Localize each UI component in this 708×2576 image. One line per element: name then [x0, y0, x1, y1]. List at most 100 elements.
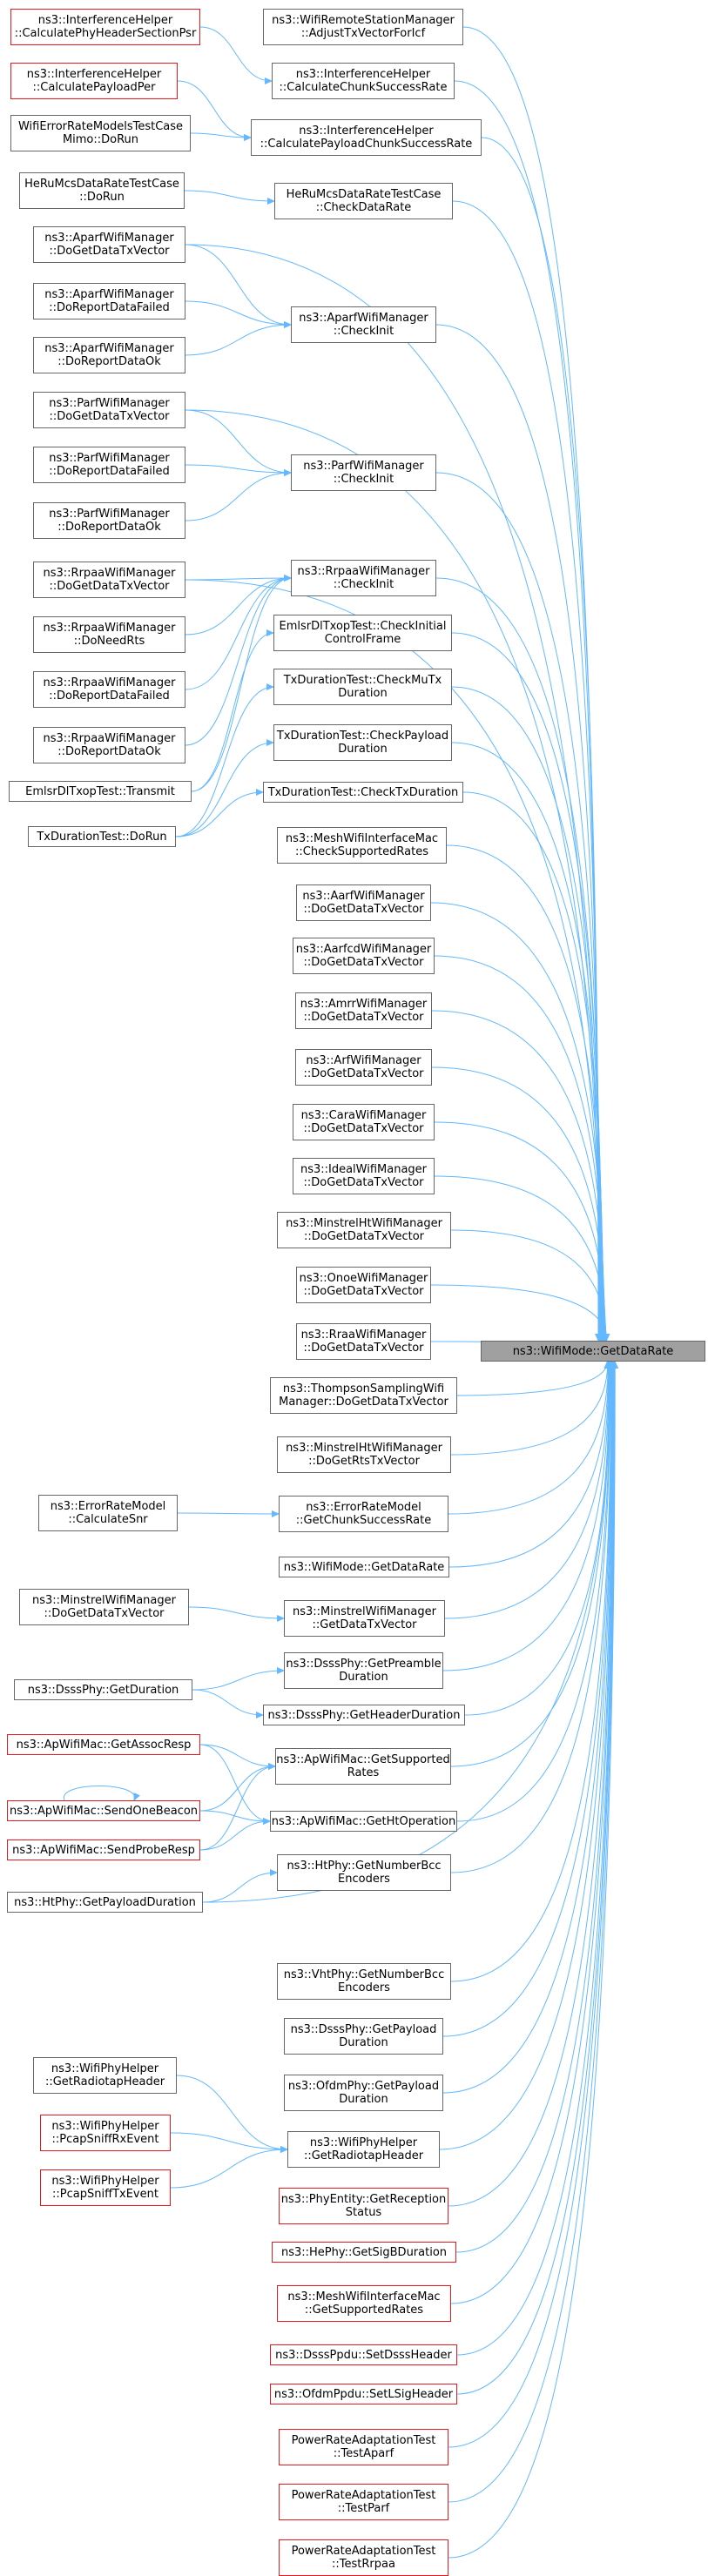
node-m20[interactable]: ns3::OnoeWifiManager::DoGetDataTxVector — [296, 1267, 431, 1303]
node-n9[interactable]: ns3::ParfWifiManager::DoReportDataFailed — [33, 447, 185, 483]
node-m3[interactable]: ns3::InterferenceHelper::CalculatePayloa… — [251, 119, 482, 156]
node-n25[interactable]: ns3::WifiPhyHelper::PcapSniffRxEvent — [40, 2115, 171, 2151]
node-m1[interactable]: ns3::WifiRemoteStationManager::AdjustTxV… — [263, 9, 463, 45]
node-m4[interactable]: HeRuMcsDataRateTestCase::CheckDataRate — [274, 183, 453, 219]
node-n15[interactable]: EmlsrDlTxopTest::Transmit — [9, 781, 192, 802]
node-m23-label-2: ::DoGetRtsTxVector — [308, 1455, 420, 1468]
edge-m9-to-T — [451, 686, 606, 1342]
edge-n11-to-T — [185, 579, 606, 1342]
node-m5[interactable]: ns3::AparfWifiManager::CheckInit — [291, 306, 436, 343]
node-n1[interactable]: ns3::InterferenceHelper::CalculatePhyHea… — [10, 9, 200, 45]
node-m43-label-1: PowerRateAdaptationTest — [291, 2545, 436, 2558]
edge-m19-to-T — [450, 1229, 610, 1342]
node-m42[interactable]: PowerRateAdaptationTest::TestParf — [279, 2484, 448, 2520]
node-n20[interactable]: ns3::ApWifiMac::GetAssocResp — [7, 1734, 200, 1755]
node-m35[interactable]: ns3::WifiPhyHelper::GetRadiotapHeader — [287, 2131, 440, 2168]
node-n2[interactable]: ns3::InterferenceHelper::CalculatePayloa… — [10, 63, 178, 99]
node-m30[interactable]: ns3::ApWifiMac::GetHtOperation — [270, 1811, 457, 1832]
node-m27-label-2: Duration — [339, 1671, 388, 1684]
node-n21-label-1: ns3::ApWifiMac::SendOneBeacon — [9, 1804, 199, 1818]
node-m40[interactable]: ns3::OfdmPpdu::SetLSigHeader — [270, 2384, 457, 2404]
node-m37[interactable]: ns3::HePhy::GetSigBDuration — [272, 2242, 456, 2263]
node-m15-label-1: ns3::AmrrWifiManager — [300, 998, 428, 1011]
node-m16[interactable]: ns3::ArfWifiManager::DoGetDataTxVector — [295, 1049, 432, 1086]
node-n18[interactable]: ns3::MinstrelWifiManager::DoGetDataTxVec… — [19, 1589, 189, 1625]
node-n23[interactable]: ns3::HtPhy::GetPayloadDuration — [7, 1892, 203, 1913]
node-m11[interactable]: TxDurationTest::CheckTxDuration — [263, 782, 463, 803]
node-m19[interactable]: ns3::MinstrelHtWifiManager::DoGetDataTxV… — [277, 1212, 451, 1248]
node-n22-label-1: ns3::ApWifiMac::SendProbeResp — [12, 1843, 195, 1857]
node-n26[interactable]: ns3::WifiPhyHelper::PcapSniffTxEvent — [40, 2169, 171, 2206]
edge-m16-to-T — [431, 1066, 609, 1342]
edge-n25-to-m35 — [170, 2132, 288, 2153]
edge-m35-to-T — [439, 1361, 617, 2150]
edge-n15-to-m8 — [191, 629, 274, 792]
node-n5[interactable]: ns3::AparfWifiManager::DoGetDataTxVector — [33, 226, 185, 263]
node-m38[interactable]: ns3::MeshWifiInterfaceMac::GetSupportedR… — [277, 2285, 451, 2322]
node-m15[interactable]: ns3::AmrrWifiManager::DoGetDataTxVector — [295, 992, 432, 1029]
node-n19[interactable]: ns3::DsssPhy::GetDuration — [14, 1679, 192, 1700]
node-m20-label-1: ns3::OnoeWifiManager — [299, 1272, 428, 1285]
node-m39[interactable]: ns3::DsssPpdu::SetDsssHeader — [270, 2344, 457, 2365]
node-m23[interactable]: ns3::MinstrelHtWifiManager::DoGetRtsTxVe… — [277, 1436, 451, 1473]
node-n12[interactable]: ns3::RrpaaWifiManager::DoNeedRts — [33, 616, 185, 653]
node-n13[interactable]: ns3::RrpaaWifiManager::DoReportDataFaile… — [33, 671, 185, 708]
node-m26[interactable]: ns3::MinstrelWifiManager::GetDataTxVecto… — [284, 1600, 445, 1637]
edge-m41-to-T — [448, 1361, 618, 2448]
node-m43[interactable]: PowerRateAdaptationTest::TestRrpaa — [279, 2539, 448, 2576]
node-m2[interactable]: ns3::InterferenceHelper::CalculateChunkS… — [272, 63, 455, 99]
node-m6[interactable]: ns3::ParfWifiManager::CheckInit — [291, 454, 436, 491]
node-n22[interactable]: ns3::ApWifiMac::SendProbeResp — [7, 1840, 200, 1860]
node-n17[interactable]: ns3::ErrorRateModel::CalculateSnr — [38, 1495, 178, 1531]
node-n24[interactable]: ns3::WifiPhyHelper::GetRadiotapHeader — [33, 2057, 177, 2094]
node-n24-label-2: ::GetRadiotapHeader — [44, 2075, 165, 2088]
node-m17[interactable]: ns3::CaraWifiManager::DoGetDataTxVector — [293, 1104, 435, 1140]
edge-m14-to-T — [434, 955, 608, 1342]
node-m18[interactable]: ns3::IdealWifiManager::DoGetDataTxVector — [293, 1158, 435, 1194]
node-m7-label-1: ns3::RrpaaWifiManager — [297, 565, 430, 578]
edge-m12-to-T — [446, 844, 608, 1342]
node-m21[interactable]: ns3::RraaWifiManager::DoGetDataTxVector — [296, 1323, 431, 1360]
node-m11-label-1: TxDurationTest::CheckTxDuration — [267, 785, 459, 799]
node-n18-label-2: ::DoGetDataTxVector — [44, 1607, 165, 1620]
node-n11[interactable]: ns3::RrpaaWifiManager::DoGetDataTxVector — [33, 562, 185, 598]
node-m34-label-1: ns3::OfdmPhy::GetPayload — [287, 2080, 440, 2093]
node-n7[interactable]: ns3::AparfWifiManager::DoReportDataOk — [33, 337, 185, 373]
node-n4[interactable]: HeRuMcsDataRateTestCase::DoRun — [19, 172, 185, 209]
edge-m23-to-T — [450, 1361, 611, 1456]
node-m24[interactable]: ns3::ErrorRateModel::GetChunkSuccessRate — [279, 1496, 448, 1532]
node-m41[interactable]: PowerRateAdaptationTest::TestAparf — [279, 2429, 448, 2465]
node-m7[interactable]: ns3::RrpaaWifiManager::CheckInit — [291, 560, 436, 596]
node-n6[interactable]: ns3::AparfWifiManager::DoReportDataFaile… — [33, 283, 185, 319]
node-m25-label-1: ns3::WifiMode::GetDataRate — [283, 1560, 445, 1574]
edge-m30-to-T — [456, 1361, 614, 1822]
node-n16[interactable]: TxDurationTest::DoRun — [28, 826, 176, 847]
node-n21[interactable]: ns3::ApWifiMac::SendOneBeacon — [7, 1800, 200, 1821]
node-m17-label-2: ::DoGetDataTxVector — [303, 1122, 424, 1135]
node-m13[interactable]: ns3::AarfWifiManager::DoGetDataTxVector — [296, 884, 431, 921]
node-m33-label-2: Duration — [339, 2036, 388, 2049]
node-m14-label-1: ns3::AarfcdWifiManager — [295, 943, 432, 956]
node-n8[interactable]: ns3::ParfWifiManager::DoGetDataTxVector — [33, 392, 185, 428]
node-m12[interactable]: ns3::MeshWifiInterfaceMac::CheckSupporte… — [277, 827, 447, 864]
node-m25[interactable]: ns3::WifiMode::GetDataRate — [279, 1557, 449, 1577]
node-n25-label-2: ::PcapSniffRxEvent — [51, 2133, 159, 2146]
node-n10[interactable]: ns3::ParfWifiManager::DoReportDataOk — [33, 502, 185, 539]
node-m14[interactable]: ns3::AarfcdWifiManager::DoGetDataTxVecto… — [293, 938, 435, 974]
node-n14[interactable]: ns3::RrpaaWifiManager::DoReportDataOk — [33, 727, 185, 763]
node-m28[interactable]: ns3::DsssPhy::GetHeaderDuration — [263, 1705, 465, 1725]
node-m33-label-1: ns3::DsssPhy::GetPayload — [290, 2023, 437, 2036]
